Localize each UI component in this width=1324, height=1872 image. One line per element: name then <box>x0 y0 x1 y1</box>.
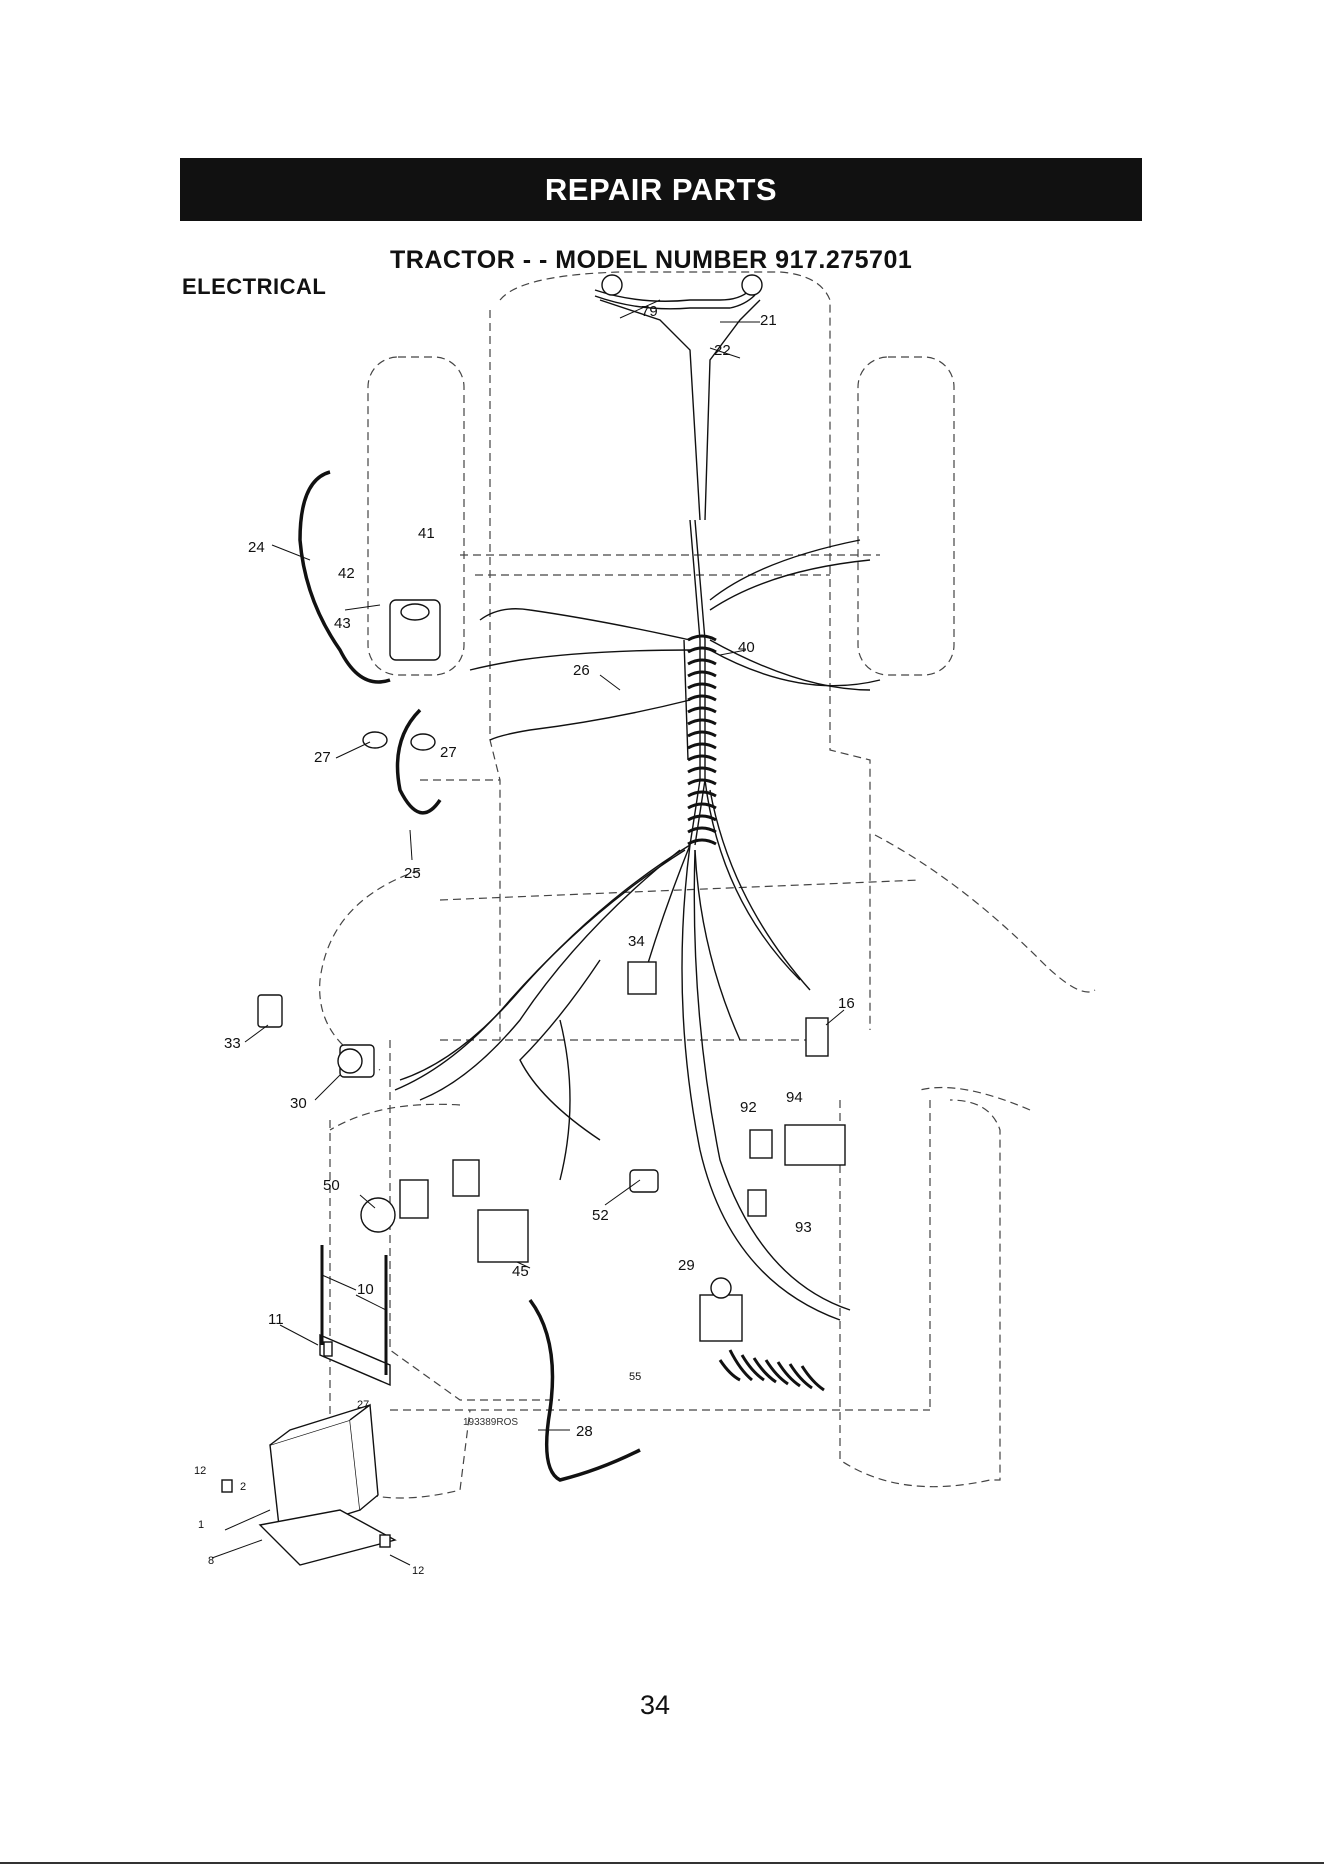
callout-2: 2 <box>240 1481 246 1493</box>
callout-11: 11 <box>268 1311 284 1328</box>
callout-33: 33 <box>224 1035 241 1052</box>
callout-12-left: 12 <box>194 1465 206 1477</box>
page-number: 34 <box>640 1690 670 1721</box>
callout-30: 30 <box>290 1095 307 1112</box>
callout-40: 40 <box>738 639 755 656</box>
callout-93: 93 <box>795 1219 812 1236</box>
harness-coil <box>688 636 824 1390</box>
callout-42: 42 <box>338 565 355 582</box>
callout-41: 41 <box>418 525 435 542</box>
callout-43: 43 <box>334 615 351 632</box>
callout-26: 26 <box>573 662 590 679</box>
callout-29: 29 <box>678 1257 695 1274</box>
callout-21: 21 <box>760 312 777 329</box>
callout-27-left: 27 <box>314 749 331 766</box>
callout-92: 92 <box>740 1099 757 1116</box>
callout-24: 24 <box>248 539 265 556</box>
callout-12-right: 12 <box>412 1565 424 1577</box>
callout-27-right: 27 <box>440 744 457 761</box>
callout-28: 28 <box>576 1423 593 1440</box>
diagram-callouts: 22 79 21 41 24 42 43 40 26 27 27 25 34 1… <box>194 303 855 1577</box>
callout-25: 25 <box>404 865 421 882</box>
components <box>222 275 845 1565</box>
callout-27-bottom: 27 <box>357 1399 369 1411</box>
bottom-rule <box>0 1862 1324 1864</box>
callout-79: 79 <box>641 303 658 320</box>
drawing-code: 193389ROS <box>463 1417 518 1428</box>
callout-52: 52 <box>592 1207 609 1224</box>
leader-lines <box>212 300 844 1565</box>
callout-8: 8 <box>208 1555 214 1567</box>
callout-22: 22 <box>714 342 731 359</box>
callout-16: 16 <box>838 995 855 1012</box>
callout-1: 1 <box>198 1519 204 1531</box>
callout-50: 50 <box>323 1177 340 1194</box>
callout-55: 55 <box>629 1371 641 1383</box>
callout-34: 34 <box>628 933 645 950</box>
callout-94: 94 <box>786 1089 803 1106</box>
callout-45: 45 <box>512 1263 529 1280</box>
callout-10: 10 <box>357 1281 374 1298</box>
